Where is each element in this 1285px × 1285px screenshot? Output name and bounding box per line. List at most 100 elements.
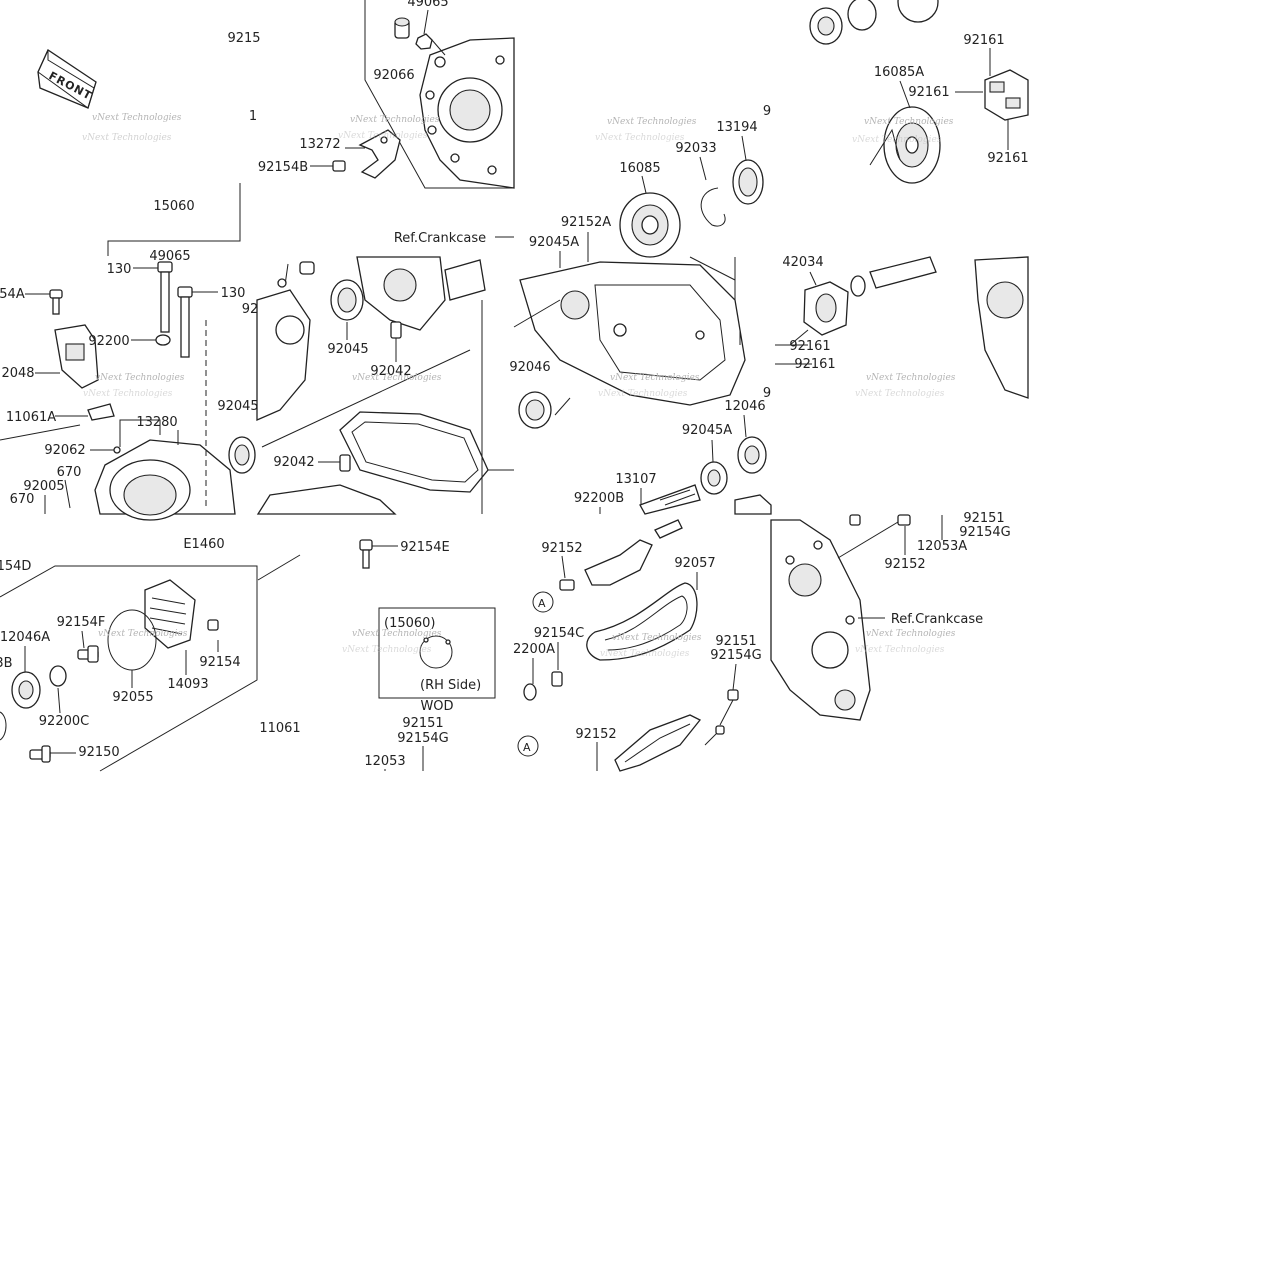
part-label-92045-b: 92045 [217, 399, 258, 414]
part-49065-nut [415, 33, 433, 50]
part-13194-bearing [732, 159, 764, 205]
part-label-92151-c: 92151 [963, 511, 1004, 526]
part-label-92154G-c: 92154G [959, 525, 1010, 540]
part-bolt-lower [704, 725, 725, 746]
part-54A-bolt [49, 289, 63, 315]
part-130-bolt-short [177, 286, 193, 358]
part-label-3B: 3B [0, 656, 13, 671]
part-92152-bolt-c [849, 514, 861, 526]
part-label-2200A: 2200A [513, 642, 555, 657]
svg-text:vNext Technologies: vNext Technologies [607, 117, 697, 127]
leader-15060 [107, 183, 241, 256]
part-label-92066: 92066 [373, 68, 414, 83]
part-92150-bolt [29, 745, 51, 763]
watermark-9: vNext Technologies [98, 629, 188, 639]
part-label-13272: 13272 [299, 137, 340, 152]
part-label-11061: 11061 [259, 721, 300, 736]
svg-text:vNext Technologies: vNext Technologies [855, 389, 945, 399]
part-label-92-r: 92 [242, 302, 259, 317]
svg-text:vNext Technologies: vNext Technologies [352, 629, 442, 639]
part-label-92046: 92046 [509, 360, 550, 375]
svg-text:A: A [538, 597, 546, 610]
part-label-92161-e: 92161 [794, 357, 835, 372]
part-label-92150: 92150 [78, 745, 119, 760]
part-130-bolt-long [157, 261, 173, 333]
part-92154F-bolt [77, 645, 99, 663]
partial-ring [0, 711, 7, 741]
crankcase-right-half [974, 256, 1029, 399]
svg-text:vNext Technologies: vNext Technologies [338, 131, 428, 141]
part-label-92062: 92062 [44, 443, 85, 458]
part-label-92161-a: 92161 [963, 33, 1004, 48]
part-label-9-mid2: 9 [763, 386, 771, 401]
part-92042-dowel-a [390, 321, 402, 339]
svg-text:vNext Technologies: vNext Technologies [855, 645, 945, 655]
part-label-92152A: 92152A [561, 215, 611, 230]
part-label-92161-d: 92161 [789, 339, 830, 354]
part-label-92154G-a: 92154G [397, 731, 448, 746]
part-label-refcrank-1: Ref.Crankcase [394, 231, 486, 246]
part-label-2048: 2048 [1, 366, 34, 381]
part-top-bearings [809, 0, 877, 45]
part-chain-guide [584, 539, 653, 586]
watermark-2: vNext Technologies vNext Technologies [338, 115, 440, 141]
watermark-3: vNext Technologies vNext Technologies [595, 117, 697, 143]
svg-text:vNext Technologies: vNext Technologies [95, 373, 185, 383]
part-label-92042-a: 92042 [370, 364, 411, 379]
part-13280-housing [94, 439, 236, 521]
part-label-92154C: 92154C [534, 626, 584, 641]
part-92200-washer [155, 334, 171, 346]
part-label-670-a: 670 [57, 465, 82, 480]
part-label-refcrank-2: Ref.Crankcase [891, 612, 983, 627]
part-label-92154G-b: 92154G [710, 648, 761, 663]
part-label-1-top: 1 [249, 109, 257, 124]
callout-circle-a-2: A [517, 735, 539, 757]
part-label-92042-b: 92042 [273, 455, 314, 470]
part-92057-chain [586, 582, 698, 661]
svg-text:vNext Technologies: vNext Technologies [598, 389, 688, 399]
part-label-13107: 13107 [615, 472, 656, 487]
part-label-92200C: 92200C [39, 714, 89, 729]
part-label-92200B: 92200B [574, 491, 624, 506]
part-label-92005: 92005 [23, 479, 64, 494]
part-92062 [113, 446, 121, 454]
watermark-6: vNext Technologies [352, 373, 442, 383]
part-label-154D: 154D [0, 559, 31, 574]
part-2200A-washer [523, 683, 537, 701]
svg-text:vNext Technologies: vNext Technologies [92, 113, 182, 123]
part-label-92200: 92200 [88, 334, 129, 349]
svg-text:vNext Technologies: vNext Technologies [866, 629, 956, 639]
part-92151-bolt-b [719, 689, 739, 726]
part-label-14093: 14093 [167, 677, 208, 692]
svg-text:vNext Technologies: vNext Technologies [866, 373, 956, 383]
part-label-13194: 13194 [716, 120, 757, 135]
svg-text:vNext Technologies: vNext Technologies [83, 389, 173, 399]
part-label-92154E: 92154E [400, 540, 450, 555]
part-92154E-bolt [359, 539, 373, 569]
crankcase-lower-left [256, 289, 311, 421]
part-92154-bolt [207, 619, 219, 631]
part-label-49065-b: 49065 [149, 249, 190, 264]
crankcase-lower-part [256, 484, 397, 515]
part-12046-gear [737, 436, 767, 474]
part-label-13280: 13280 [136, 415, 177, 430]
part-chain-tensioner [614, 714, 702, 772]
part-label-92161-b: 92161 [908, 85, 949, 100]
part-number-labels: 4906592159206611327292154B15060Ref.Crank… [0, 0, 1029, 769]
part-11061A-gasket [87, 403, 115, 421]
part-label-16085: 16085 [619, 161, 660, 176]
part-label-92045A-a: 92045A [529, 235, 579, 250]
part-92161-damper [984, 69, 1029, 121]
part-label-92154B: 92154B [258, 160, 308, 175]
svg-text:vNext Technologies: vNext Technologies [82, 133, 172, 143]
part-2048-sensor [54, 324, 99, 389]
part-92152-bolt-a [559, 579, 575, 591]
part-right-shaft-end [734, 494, 772, 515]
part-label-92161-c: 92161 [987, 151, 1028, 166]
wod-inset-box: (15060) (RH Side) [378, 607, 496, 699]
watermark-12: vNext Technologies vNext Technologies [855, 629, 956, 655]
svg-text:vNext Technologies: vNext Technologies [342, 645, 432, 655]
part-label-92033: 92033 [675, 141, 716, 156]
part-92154C-bolt [551, 671, 563, 687]
